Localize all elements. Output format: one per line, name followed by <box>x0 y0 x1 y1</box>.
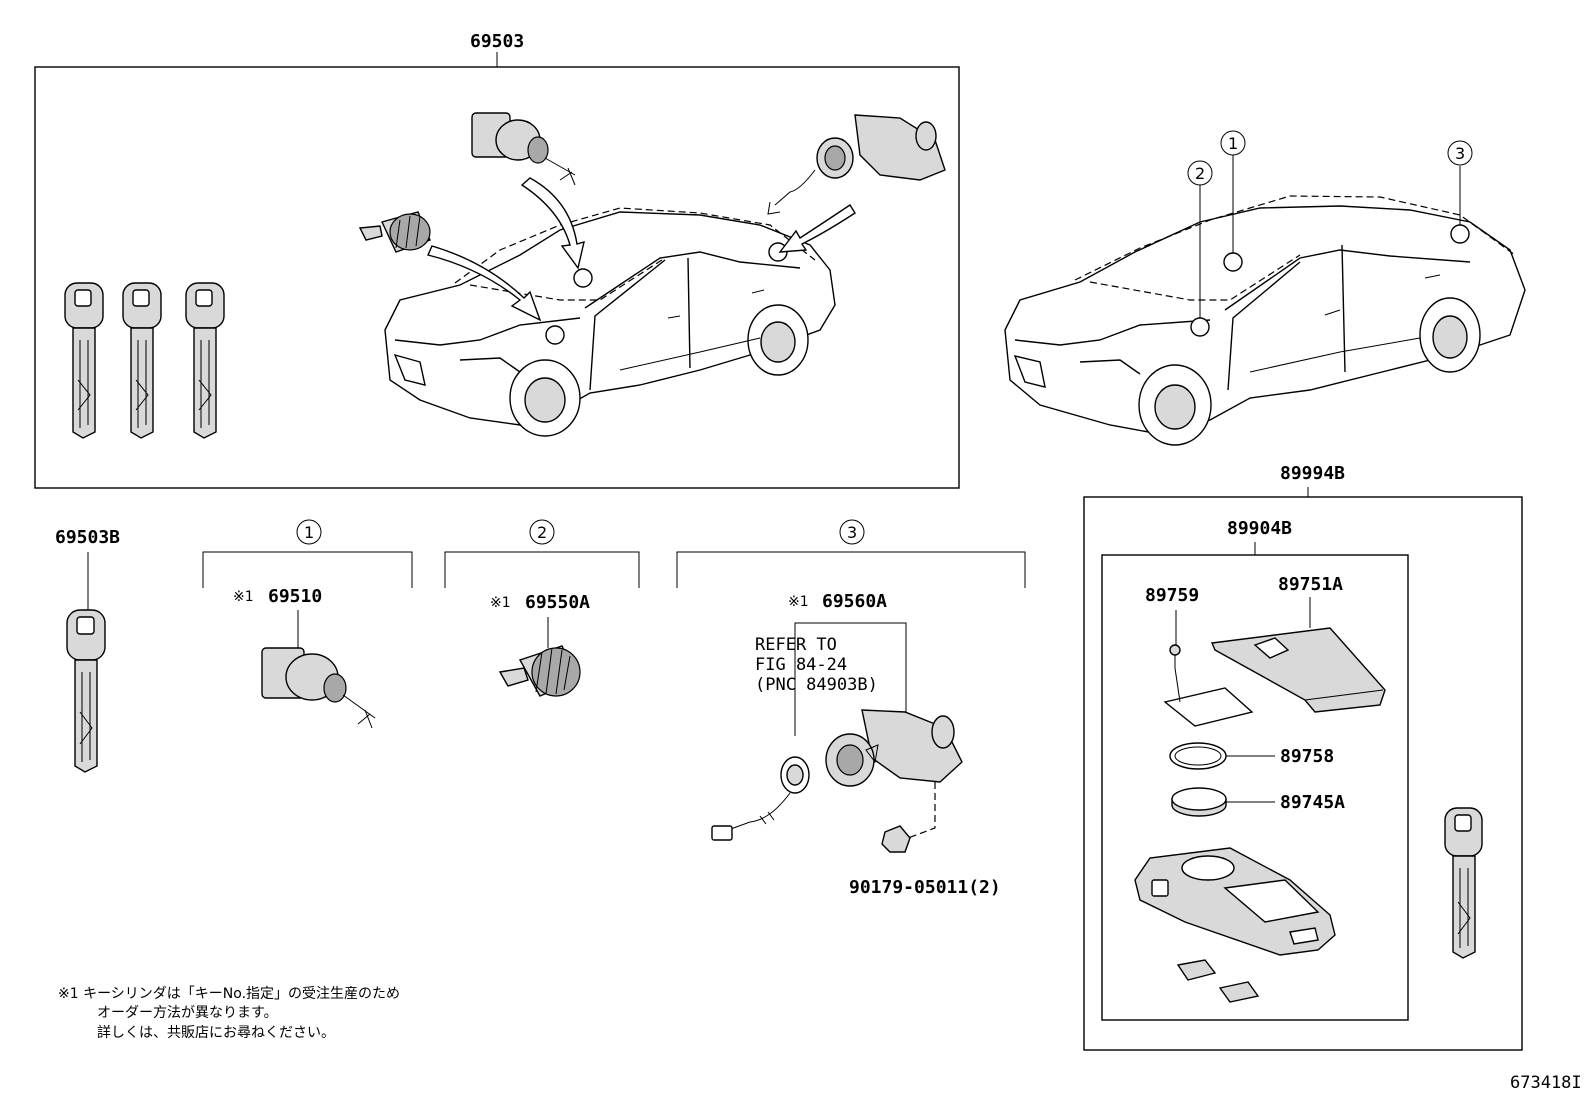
kit-key-1 <box>64 282 104 439</box>
svg-text:※1: ※1 <box>490 595 511 611</box>
gasket-part: 89758 <box>1169 742 1334 770</box>
door-cylinder-part-number: 69560A <box>822 591 887 612</box>
kit-box: 69503 <box>34 31 960 489</box>
cover-part: 89751A <box>1210 574 1386 713</box>
svg-text:1: 1 <box>1228 134 1238 153</box>
svg-text:89759: 89759 <box>1145 585 1199 606</box>
note-line-2: オーダー方法が異なります。 <box>97 1005 278 1021</box>
svg-text:89751A: 89751A <box>1278 574 1343 595</box>
transmitter-outer-box: 89994B <box>1083 463 1523 1051</box>
group-3-callout: 3 <box>847 523 857 542</box>
screw-part: 89759 <box>1145 585 1199 668</box>
svg-text:※1: ※1 <box>788 594 809 610</box>
svg-text:89758: 89758 <box>1280 746 1334 767</box>
locator-callout-1: 1 <box>1220 130 1246 156</box>
kit-car-illustration <box>384 207 836 437</box>
transmitter-inner-box: 89904B <box>1101 518 1409 1021</box>
note-line-1: ※1 キーシリンダは「キーNo.指定」の受注生産のため <box>58 986 400 1002</box>
key-blank-group: 69503B <box>55 527 120 773</box>
kit-door-cylinder <box>767 114 946 215</box>
kit-part-number: 69503 <box>470 31 524 52</box>
kit-arrows <box>427 177 856 322</box>
transmitter-case-part <box>1134 847 1336 1003</box>
svg-text:2: 2 <box>1195 164 1205 183</box>
transmitter-sub-part-number: 89904B <box>1227 518 1292 539</box>
group-1: 1 ※1 69510 <box>202 519 413 729</box>
transmitter-assy-part-number: 89994B <box>1280 463 1345 484</box>
group-2-callout: 2 <box>537 523 547 542</box>
locator-car-illustration <box>1004 155 1526 446</box>
key-blank-part-number: 69503B <box>55 527 120 548</box>
spare-key <box>1444 807 1483 959</box>
kit-key-2 <box>122 282 162 439</box>
locator-callout-3: 3 <box>1447 140 1473 166</box>
group-2: 2 ※1 69550A <box>444 519 640 697</box>
refer-text-line3: (PNC 84903B) <box>755 675 878 695</box>
locator-callout-2: 2 <box>1187 160 1213 186</box>
refer-text-line2: FIG 84-24 <box>755 655 847 675</box>
note-line-3: 詳しくは、共販店にお尋ねください。 <box>97 1025 335 1041</box>
glove-box-cylinder-part-number: 69550A <box>525 592 590 613</box>
plate-part <box>1163 667 1254 727</box>
kit-trunk-cylinder <box>471 112 576 186</box>
refer-text-line1: REFER TO <box>755 635 837 655</box>
order-note: ※1 キーシリンダは「キーNo.指定」の受注生産のため オーダー方法が異なります… <box>58 986 400 1041</box>
svg-text:89745A: 89745A <box>1280 792 1345 813</box>
group-3: 3 ※1 69560A REFER TO FIG 84-24 (PNC 8490… <box>676 519 1026 898</box>
clip-part-number: 90179-05011(2) <box>849 877 1001 898</box>
ignition-cylinder-part-number: 69510 <box>268 586 322 607</box>
kit-key-3 <box>185 282 225 439</box>
kit-ignition-cylinder <box>358 211 431 253</box>
battery-part: 89745A <box>1171 787 1345 817</box>
svg-text:※1: ※1 <box>233 589 254 605</box>
figure-id: 673418I <box>1510 1073 1582 1093</box>
group-1-callout: 1 <box>304 523 314 542</box>
svg-text:3: 3 <box>1455 144 1465 163</box>
